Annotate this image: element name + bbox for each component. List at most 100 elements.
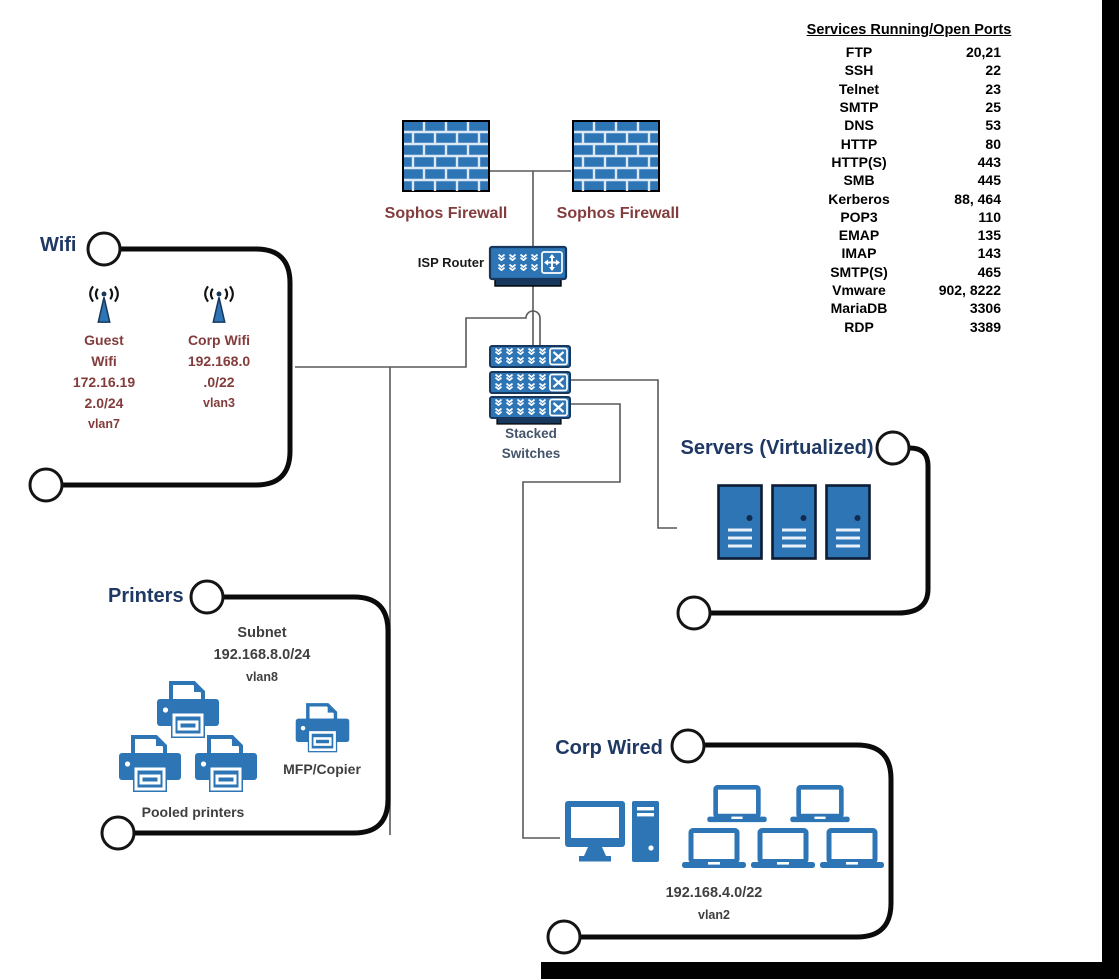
table-row: POP3 110 <box>803 208 1015 226</box>
service-ports: 22 <box>985 62 1001 79</box>
service-ports: 143 <box>977 245 1001 262</box>
table-row: RDP 3389 <box>803 317 1015 335</box>
mfp-copier-label: MFP/Copier <box>283 761 361 777</box>
service-name: FTP <box>845 44 873 61</box>
link-switch-servers <box>570 379 677 529</box>
screen-edge-bar-right <box>1102 0 1119 979</box>
service-ports: 135 <box>977 227 1001 244</box>
service-name: Vmware <box>832 282 886 298</box>
table-row: Telnet 23 <box>803 80 1015 98</box>
table-row: SMTP(S) 465 <box>803 263 1015 281</box>
servers-bracket-node-top <box>875 430 911 466</box>
service-name: SMB <box>843 172 875 189</box>
wifi-bracket-node-top <box>86 231 122 267</box>
service-name: SSH <box>844 62 874 79</box>
service-ports: 20,21 <box>965 44 1001 61</box>
service-ports: 80 <box>985 135 1001 152</box>
service-name: SMTP <box>839 99 879 116</box>
corpwired-subnet-label: 192.168.4.0/22 vlan2 <box>665 885 763 922</box>
servers-group-title: Servers (Virtualized) <box>680 437 874 459</box>
printer-icon <box>117 735 183 794</box>
printers-bracket-node-bottom <box>100 815 136 851</box>
switch-icon <box>490 372 570 393</box>
services-table-title: Services Running/Open Ports <box>806 22 1012 38</box>
corpwired-bracket <box>573 742 894 940</box>
service-ports: 25 <box>985 99 1001 116</box>
service-ports: 445 <box>977 172 1001 189</box>
firewall-icon <box>572 120 660 192</box>
router-label: ISP Router <box>417 255 484 270</box>
table-row: EMAP 135 <box>803 226 1015 244</box>
table-row: SMB 445 <box>803 171 1015 189</box>
table-row: Vmware 902, 8222 <box>803 281 1015 299</box>
link-wifi-switch <box>295 310 541 368</box>
table-row: HTTP(S) 443 <box>803 153 1015 171</box>
corp-wifi-label: Corp Wifi 192.168.0 .0/22 vlan3 <box>187 332 251 410</box>
laptop-icon <box>790 787 849 822</box>
table-row: SMTP 25 <box>803 98 1015 116</box>
servers-bracket <box>703 445 931 616</box>
laptop-icon <box>820 831 884 869</box>
table-row: FTP 20,21 <box>803 43 1015 61</box>
service-name: IMAP <box>841 245 877 262</box>
service-name: HTTP <box>840 135 878 152</box>
guest-wifi-label: Guest Wifi 172.16.19 2.0/24 vlan7 <box>72 332 136 431</box>
service-ports: 443 <box>977 153 1001 170</box>
service-name: RDP <box>844 318 874 335</box>
service-name: EMAP <box>838 227 880 244</box>
desktop-icon <box>565 801 659 862</box>
router-icon <box>488 245 568 287</box>
corp-wifi-antenna-icon <box>204 285 234 324</box>
service-ports: 3389 <box>969 318 1001 335</box>
service-name: MariaDB <box>830 300 888 317</box>
printer-icon <box>155 681 221 740</box>
firewall-label-right: Sophos Firewall <box>556 205 680 222</box>
firewall-icon <box>402 120 490 192</box>
corpwired-bracket-node-top <box>670 728 706 764</box>
table-row: DNS 53 <box>803 116 1015 134</box>
server-icon <box>771 484 817 560</box>
service-ports: 23 <box>985 80 1001 97</box>
service-ports: 53 <box>985 117 1001 134</box>
table-row: MariaDB 3306 <box>803 299 1015 317</box>
screen-edge-bar-bottom <box>541 962 1119 979</box>
service-name: SMTP(S) <box>830 263 888 280</box>
printers-group-title: Printers <box>108 585 184 607</box>
wifi-group-title: Wifi <box>40 234 77 256</box>
printer-icon <box>193 735 259 794</box>
wifi-bracket-node-bottom <box>28 467 64 503</box>
servers-bracket-node-bottom <box>676 595 712 631</box>
table-row: SSH 22 <box>803 61 1015 79</box>
table-row: HTTP 80 <box>803 134 1015 152</box>
switch-icon <box>490 346 570 367</box>
service-name: DNS <box>844 117 874 134</box>
guest-wifi-antenna-icon <box>89 285 119 324</box>
corpwired-group-title: Corp Wired <box>555 737 663 759</box>
service-name: POP3 <box>840 208 878 225</box>
service-ports: 902, 8222 <box>938 282 1001 298</box>
wifi-bracket <box>55 246 293 488</box>
table-row: Kerberos 88, 464 <box>803 189 1015 207</box>
printers-bracket-node-top <box>189 579 225 615</box>
corpwired-bracket-node-bottom <box>546 919 582 955</box>
server-icon <box>717 484 763 560</box>
printers-subnet-label: Subnet 192.168.8.0/24 vlan8 <box>213 625 311 684</box>
laptop-icon <box>707 787 766 822</box>
switch-icon <box>490 397 570 418</box>
service-ports: 110 <box>978 208 1001 225</box>
pooled-printers-label: Pooled printers <box>141 804 245 820</box>
server-icon <box>825 484 871 560</box>
laptop-icon <box>751 831 815 869</box>
table-row: IMAP 143 <box>803 244 1015 262</box>
service-name: HTTP(S) <box>831 153 887 170</box>
service-name: Telnet <box>838 80 880 97</box>
service-ports: 88, 464 <box>954 190 1001 207</box>
service-name: Kerberos <box>828 190 890 207</box>
mfp-copier-icon <box>294 703 351 755</box>
service-ports: 3306 <box>969 300 1001 317</box>
laptop-icon <box>682 831 746 869</box>
service-ports: 465 <box>977 263 1001 280</box>
